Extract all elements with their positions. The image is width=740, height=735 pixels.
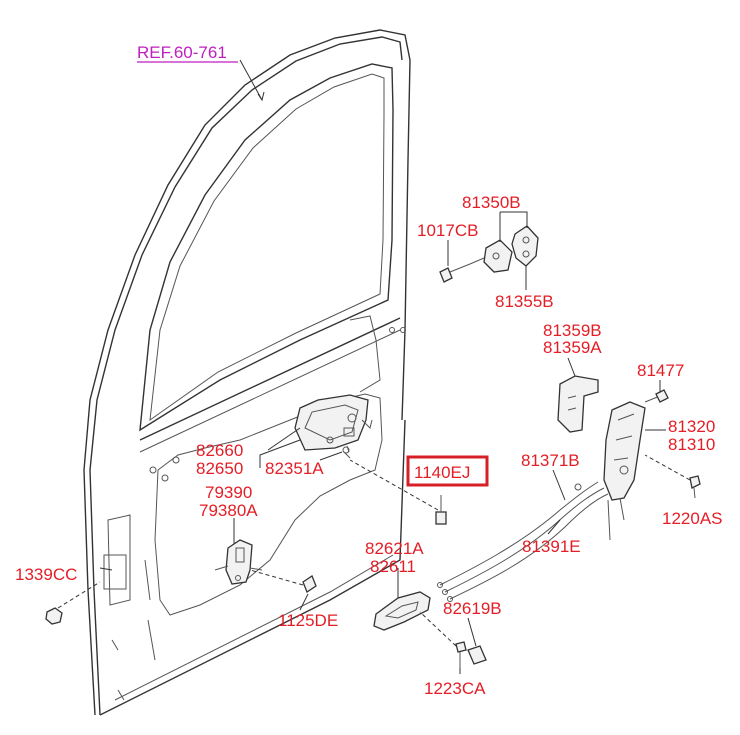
- screw-1223CA: [419, 611, 467, 668]
- latch-assembly-81320: [603, 395, 661, 541]
- bolt-1140EJ: [349, 459, 447, 525]
- label-81320[interactable]: 81320: [668, 417, 715, 436]
- door-check-79390: [214, 539, 263, 585]
- label-1140EJ[interactable]: 1140EJ: [414, 463, 470, 482]
- label-81355B[interactable]: 81355B: [495, 292, 554, 311]
- label-82660[interactable]: 82660: [196, 441, 243, 460]
- nut-1339CC: [45, 581, 101, 625]
- screw-1220AS: [644, 454, 701, 499]
- label-82621A[interactable]: 82621A: [365, 539, 424, 558]
- label-81310[interactable]: 81310: [668, 435, 715, 454]
- screw-82351A: [342, 445, 351, 459]
- label-82650[interactable]: 82650: [196, 459, 243, 478]
- label-1017CB[interactable]: 1017CB: [417, 221, 478, 240]
- latch-cover-81359B: [557, 375, 599, 433]
- cap-82619B: [467, 645, 487, 665]
- label-81371B[interactable]: 81371B: [521, 451, 580, 470]
- label-81477[interactable]: 81477: [637, 361, 684, 380]
- label-1339CC[interactable]: 1339CC: [15, 565, 77, 584]
- door-handle-82621A: [373, 591, 431, 631]
- striker-plate-81350B: [483, 239, 513, 273]
- screw-81477: [655, 389, 669, 403]
- label-81359A[interactable]: 81359A: [543, 338, 602, 357]
- label-79390[interactable]: 79390: [205, 483, 252, 502]
- label-81359B[interactable]: 81359B: [543, 321, 602, 340]
- label-82619B[interactable]: 82619B: [443, 599, 502, 618]
- leader-lines: [99, 59, 666, 674]
- label-81391E[interactable]: 81391E: [522, 537, 581, 556]
- highlight-box-1140EJ: [406, 455, 489, 487]
- shim-81355B: [511, 225, 539, 267]
- bolt-1125DE: [249, 569, 317, 593]
- label-1223CA[interactable]: 1223CA: [424, 679, 486, 698]
- label-82351A[interactable]: 82351A: [265, 459, 324, 478]
- label-1125DE[interactable]: 1125DE: [278, 611, 338, 630]
- label-1220AS[interactable]: 1220AS: [662, 509, 723, 528]
- label-79380A[interactable]: 79380A: [199, 501, 258, 520]
- label-82611[interactable]: 82611: [370, 557, 416, 576]
- label-81350B[interactable]: 81350B: [462, 193, 521, 212]
- part-labels: REF.60-761 81350B 1017CB 81355B 81359B 8…: [15, 43, 723, 698]
- door-frame: [83, 29, 411, 716]
- bolt-1017CB: [439, 257, 485, 283]
- cables-81371B: [437, 481, 609, 602]
- inside-handle-82660: [294, 394, 373, 451]
- reference-label[interactable]: REF.60-761: [137, 43, 227, 62]
